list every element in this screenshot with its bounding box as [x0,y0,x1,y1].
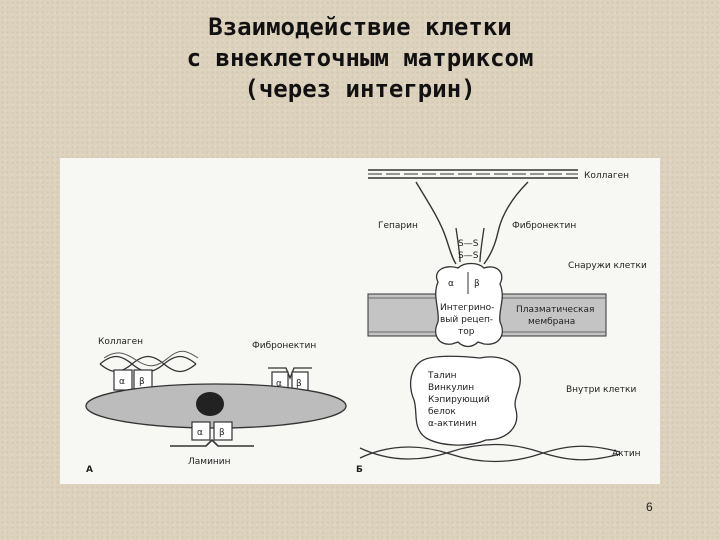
panel-b: S—S S—S α β Интегрино- вый рецеп- тор Та… [356,169,647,475]
fibronectin-label: Фибронектин [512,221,576,231]
title-line: с внеклеточным матриксом [186,44,534,72]
alpha-label: α [276,379,282,389]
protein-label: α-актинин [428,419,477,429]
membrane-label-line: мембрана [528,317,575,327]
beta-label: β [219,428,225,438]
laminin-ligand [170,438,254,447]
beta-label: β [139,377,145,387]
beta-label: β [296,379,302,389]
fibronectin-arm [483,181,529,265]
title-line: (через интегрин) [244,75,476,103]
alpha-label: α [448,279,454,289]
receptor-label-line: Интегрино- [440,303,494,313]
laminin-label: Ламинин [188,457,231,467]
collagen-strand [99,355,197,373]
collagen-label: Коллаген [584,171,629,181]
page-number: 6 [646,500,653,514]
diagram-panel: α β α β α β Коллаген Фибронектин Ла [60,158,660,484]
protein-label: белок [428,407,456,417]
alpha-label: α [197,428,203,438]
title-line: Взаимодействие клетки [208,13,512,41]
panel-a: α β α β α β Коллаген Фибронектин Ла [85,337,347,475]
collagen-strand [99,355,197,373]
receptor-label-line: вый рецеп- [440,315,493,325]
protein-complex [409,355,521,446]
nucleus [196,392,224,416]
actin-filament [359,445,621,463]
integrin-receptor [191,421,233,441]
disulfide-label: S—S [458,251,479,261]
fibronectin-chain [455,227,461,263]
membrane-label-line: Плазматическая [516,305,594,315]
fibronectin-label: Фибронектин [252,341,316,351]
alpha-label: α [119,377,125,387]
beta-label: β [474,279,480,289]
actin-filament [359,443,621,461]
integrin-diagram: α β α β α β Коллаген Фибронектин Ла [85,169,647,475]
integrin-receptor [435,262,503,348]
fibronectin-chain [479,227,485,263]
outside-cell-label: Снаружи клетки [568,261,647,271]
heparin-label: Гепарин [378,221,418,231]
panel-a-letter: А [86,465,93,475]
fibronectin-ligand [268,367,312,380]
inside-cell-label: Внутри клетки [566,385,636,395]
heparin-arm [415,181,457,265]
integrin-receptor [113,369,153,391]
disulfide-label: S—S [458,239,479,249]
collagen-strand [103,350,199,367]
protein-label: Кэпирующий [428,395,490,405]
protein-label: Талин [427,371,457,381]
slide-title: Взаимодействие клетки с внеклеточным мат… [0,12,720,105]
collagen-label: Коллаген [98,337,143,347]
actin-label: Актин [612,449,641,459]
receptor-label-line: тор [458,327,475,337]
protein-label: Винкулин [428,383,474,393]
panel-b-letter: Б [356,465,363,475]
